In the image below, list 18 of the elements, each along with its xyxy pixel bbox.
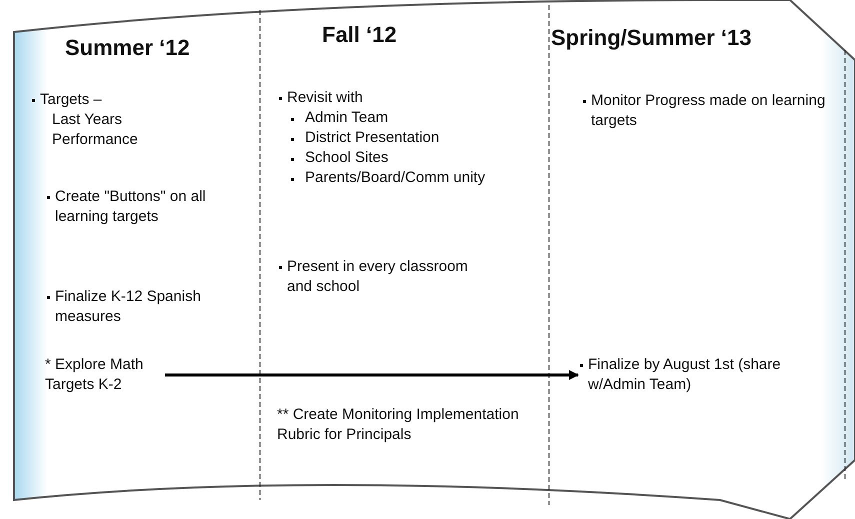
- item-text: Monitor Progress made on learning targets: [591, 91, 826, 131]
- item-text: ** Create Monitoring Implementation Rubric for Principals: [277, 405, 520, 445]
- item-text: Finalize by August 1st (share w/Admin Team): [588, 355, 782, 395]
- sub-item-text: District Presentation: [305, 128, 440, 148]
- column-heading: Summer ‘12: [65, 35, 190, 61]
- item-text: Revisit with: [287, 88, 364, 108]
- sub-item-text: Parents/Board/Comm unity: [305, 168, 486, 188]
- item-text: Targets –: [40, 90, 103, 110]
- sub-item-text: School Sites: [305, 148, 390, 168]
- item-text: Create "Buttons" on all learning targets: [55, 187, 207, 227]
- sub-item-text: Last Years Performance: [52, 110, 139, 150]
- item-text: Present in every classroom and school: [287, 257, 469, 297]
- sub-item-text: Admin Team: [305, 108, 390, 128]
- column-heading: Fall ‘12: [322, 22, 397, 48]
- item-text: * Explore Math Targets K-2: [45, 355, 144, 395]
- arrow: [165, 370, 579, 380]
- item-text: Finalize K-12 Spanish measures: [55, 287, 202, 327]
- column-heading: Spring/Summer ‘13: [551, 25, 752, 51]
